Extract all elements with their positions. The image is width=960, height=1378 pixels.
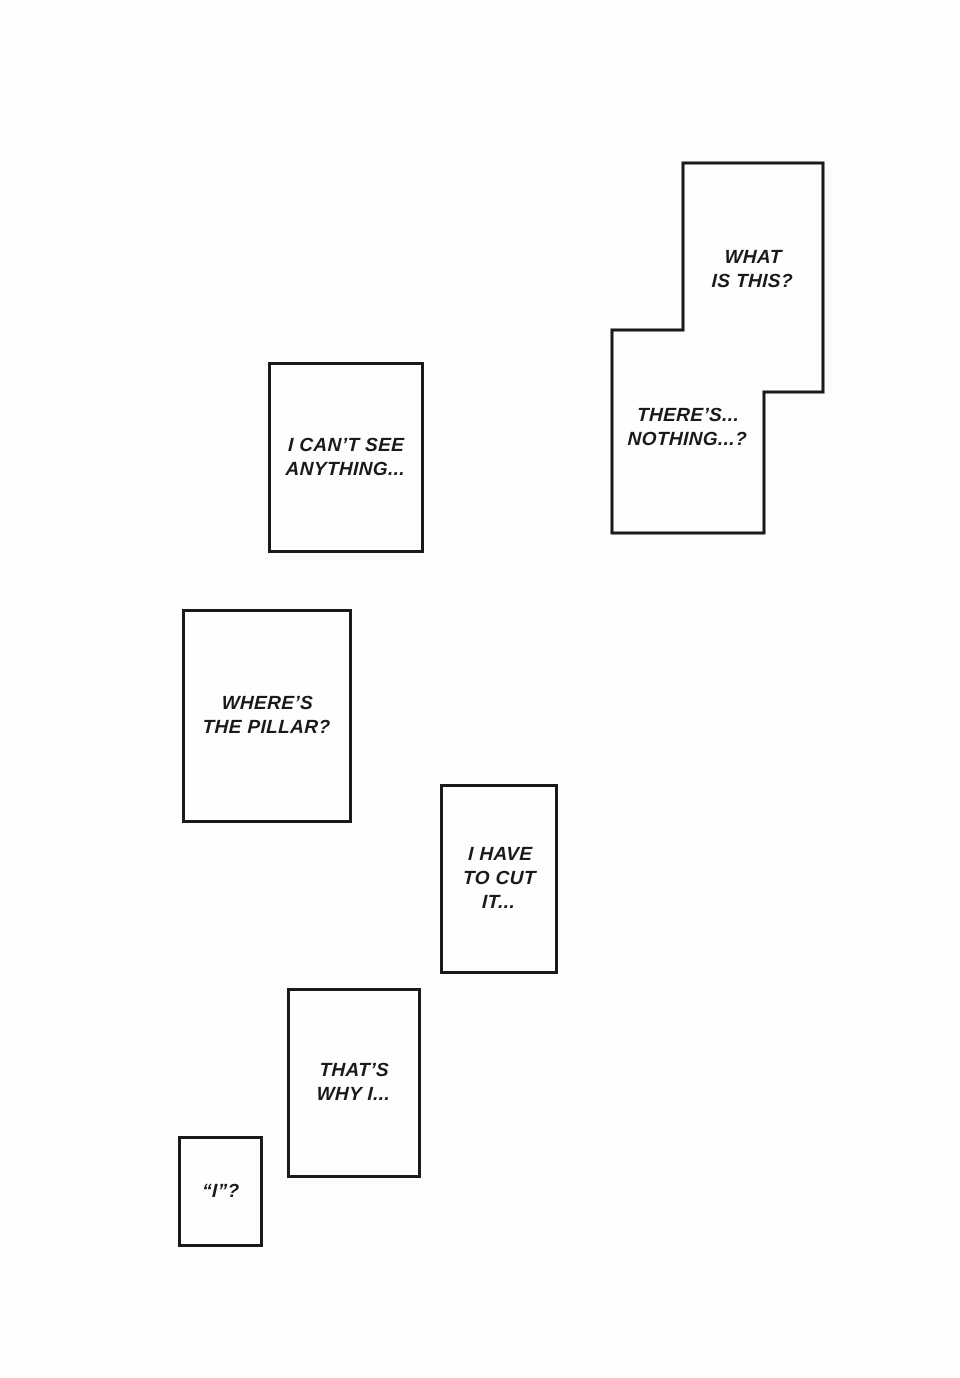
speech-bubble-theres-nothing: THERE’S... NOTHING...? — [612, 404, 764, 452]
speech-bubble-cant-see: I CAN’T SEE ANYTHING... — [268, 362, 424, 553]
speech-text-thats-why: THAT’S WHY I... — [316, 1060, 391, 1105]
speech-bubble-have-to-cut: I HAVE TO CUT IT... — [440, 784, 558, 974]
speech-bubble-wheres-pillar: WHERE’S THE PILLAR? — [182, 609, 352, 823]
speech-bubble-thats-why: THAT’S WHY I... — [287, 988, 421, 1178]
speech-text-have-to-cut: I HAVE TO CUT IT... — [462, 844, 536, 913]
speech-text-cant-see: I CAN’T SEE ANYTHING... — [285, 434, 406, 480]
speech-text-wheres-pillar: WHERE’S THE PILLAR? — [202, 693, 331, 738]
speech-bubble-what-is-this: WHAT IS THIS? — [683, 246, 823, 294]
speech-text-what-is-this: WHAT IS THIS? — [711, 247, 794, 292]
compound-bubble-outline — [610, 161, 825, 535]
speech-text-i-quote: “I”? — [201, 1180, 240, 1202]
speech-bubble-what-nothing — [609, 160, 827, 537]
speech-text-theres-nothing: THERE’S... NOTHING...? — [627, 405, 748, 450]
speech-bubble-i-quote: “I”? — [178, 1136, 263, 1247]
